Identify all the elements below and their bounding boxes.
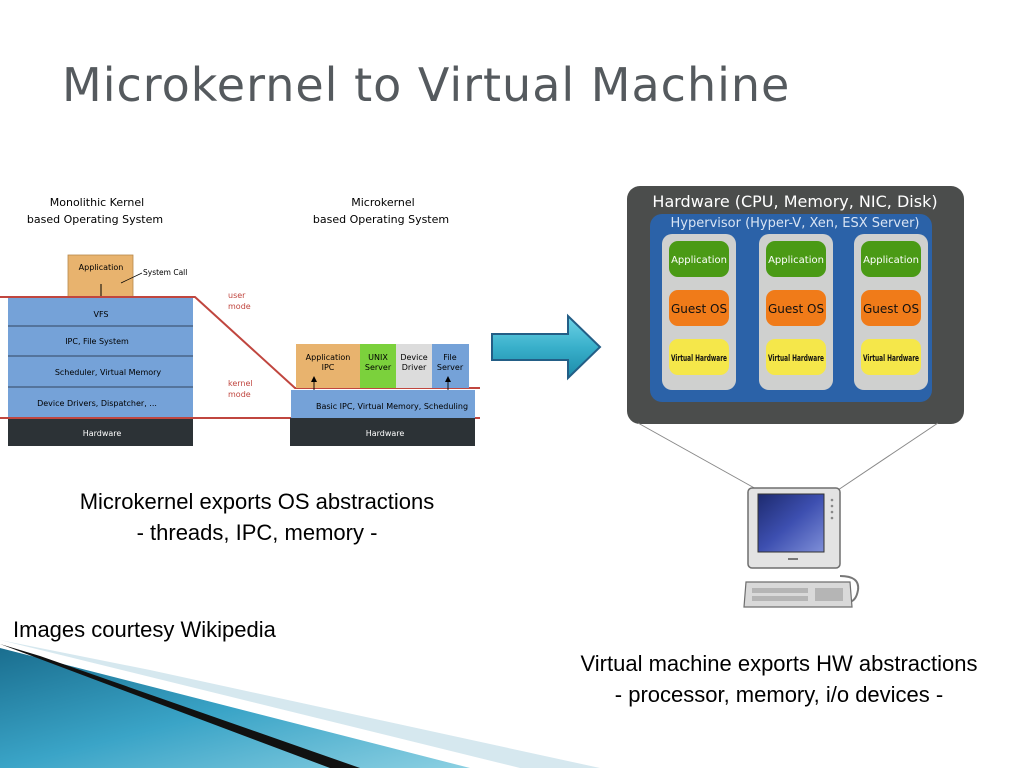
vm-guest-os-box — [766, 290, 826, 326]
image-credit: Images courtesy Wikipedia — [13, 614, 276, 645]
vm-1: Application Guest OS Virtual Hardware — [662, 234, 736, 390]
vm-application-box — [669, 241, 729, 277]
vm-guest-os-label: Guest OS — [768, 302, 824, 316]
monolithic-kernel-stack — [8, 298, 193, 418]
monitor-screen — [757, 493, 825, 553]
server-file-line2: Server — [437, 363, 464, 372]
system-call-label: System Call — [143, 268, 187, 277]
monolithic-heading-line1: Monolithic Kernel — [50, 196, 144, 209]
keyboard-keys — [752, 596, 808, 601]
microkernel-heading-line2: based Operating System — [313, 213, 449, 226]
vm-virtual-hardware-label: Virtual Hardware — [768, 354, 824, 364]
virtual-machine-figure: Hardware (CPU, Memory, NIC, Disk) Hyperv… — [627, 186, 964, 608]
keyboard-cable — [839, 575, 860, 603]
vm-guest-os-label: Guest OS — [863, 302, 919, 316]
kernel-mode-label-line2: mode — [228, 390, 251, 399]
server-unix — [360, 344, 396, 388]
computer-icon — [743, 487, 860, 608]
microkernel-heading-line1: Microkernel — [351, 196, 414, 209]
swoosh-blue-band — [0, 648, 470, 768]
microkernel-caption: Microkernel exports OS abstractions - th… — [24, 486, 490, 548]
vm-virtual-hardware-label: Virtual Hardware — [863, 354, 919, 364]
monitor-button — [830, 516, 834, 520]
projection-line — [637, 422, 759, 491]
layer-vfs: VFS — [93, 310, 108, 319]
server-application-ipc — [296, 344, 360, 388]
server-unix-line1: UNIX — [368, 353, 388, 362]
microkernel-hardware — [290, 418, 475, 446]
vm-guest-os-box — [669, 290, 729, 326]
vm-caption-line2: - processor, memory, i/o devices - — [614, 682, 944, 707]
vm-application-label: Application — [671, 255, 727, 266]
server-application-ipc-line2: IPC — [322, 363, 335, 372]
system-call-pointer — [120, 272, 143, 284]
transition-arrow-shape — [491, 313, 602, 381]
vm-virtual-hardware-label: Virtual Hardware — [671, 354, 727, 364]
layer-device-drivers: Device Drivers, Dispatcher, ... — [37, 399, 157, 408]
vm-2: Application Guest OS Virtual Hardware — [759, 234, 833, 390]
microkernel-basic-layer — [291, 390, 475, 418]
server-application-ipc-line1: Application — [306, 353, 351, 362]
monitor-button — [830, 504, 834, 508]
server-file — [432, 344, 469, 388]
vm-caption: Virtual machine exports HW abstractions … — [540, 648, 1018, 710]
monitor-button — [830, 498, 834, 502]
monolithic-hardware-label: Hardware — [83, 429, 122, 438]
decorative-swoosh — [0, 640, 600, 768]
ipc-arrowhead — [445, 376, 451, 382]
vm-virtual-hardware-box — [669, 339, 729, 375]
monolithic-application-label: Application — [79, 263, 124, 272]
server-device-driver-line1: Device — [400, 353, 427, 362]
ipc-arrowhead — [311, 376, 317, 382]
layer-scheduler: Scheduler, Virtual Memory — [55, 368, 162, 377]
user-mode-label-line1: user — [228, 291, 246, 300]
microkernel-caption-line2: - threads, IPC, memory - — [136, 520, 378, 545]
server-unix-line2: Server — [365, 363, 392, 372]
vm-virtual-hardware-box — [861, 339, 921, 375]
vm-application-label: Application — [863, 255, 919, 266]
monolithic-heading-line2: based Operating System — [27, 213, 163, 226]
monolithic-hardware — [8, 418, 193, 446]
vm-virtual-hardware-box — [766, 339, 826, 375]
microkernel-hardware-label: Hardware — [366, 429, 405, 438]
monitor-button — [830, 510, 834, 514]
kernel-comparison-figure: Monolithic Kernel based Operating System… — [0, 196, 480, 446]
server-file-line1: File — [443, 353, 456, 362]
keyboard-keys — [752, 588, 808, 593]
vm-3: Application Guest OS Virtual Hardware — [854, 234, 928, 390]
microkernel-basic-layer-label: Basic IPC, Virtual Memory, Scheduling — [316, 402, 468, 411]
vm-caption-line1: Virtual machine exports HW abstractions — [580, 651, 978, 676]
vm-application-box — [861, 241, 921, 277]
keyboard-keys — [815, 588, 843, 601]
server-device-driver-line2: Driver — [402, 363, 427, 372]
slide-title: Microkernel to Virtual Machine — [62, 58, 791, 112]
microkernel-caption-line1: Microkernel exports OS abstractions — [79, 489, 435, 514]
server-device-driver — [396, 344, 432, 388]
monitor-badge — [788, 558, 798, 560]
kernel-mode-label-line1: kernel — [228, 379, 253, 388]
swoosh-light-band — [0, 640, 600, 768]
layer-ipc-file-system: IPC, File System — [65, 337, 129, 346]
vm-application-box — [766, 241, 826, 277]
transition-arrow — [491, 313, 602, 381]
hypervisor-label: Hypervisor (Hyper-V, Xen, ESX Server) — [671, 216, 920, 231]
user-mode-label-line2: mode — [228, 302, 251, 311]
vm-guest-os-label: Guest OS — [671, 302, 727, 316]
vm-guest-os-box — [861, 290, 921, 326]
vm-application-label: Application — [768, 255, 824, 266]
swoosh-black-band — [0, 644, 360, 768]
hardware-label: Hardware (CPU, Memory, NIC, Disk) — [652, 192, 937, 211]
projection-line — [837, 422, 939, 491]
image-credit-text: Images courtesy Wikipedia — [13, 617, 276, 642]
